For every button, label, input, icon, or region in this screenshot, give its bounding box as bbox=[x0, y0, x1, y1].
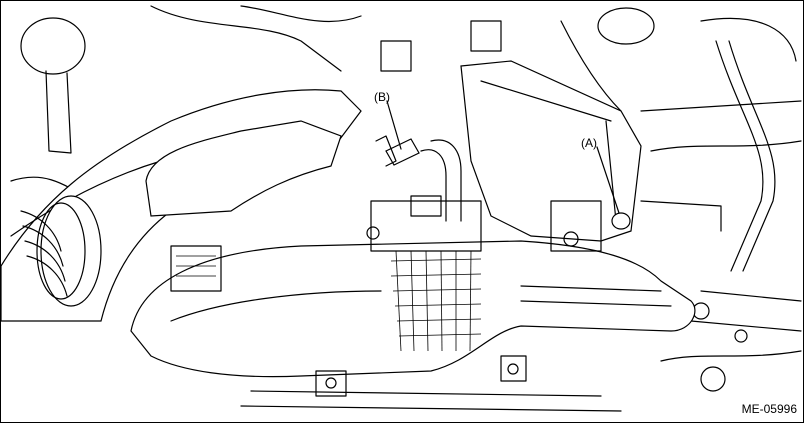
label-b: (B) bbox=[374, 90, 390, 104]
label-a: (A) bbox=[581, 136, 597, 150]
oring-a bbox=[611, 212, 631, 230]
background-parts bbox=[10, 5, 802, 412]
leader-line-a bbox=[596, 146, 620, 214]
hose-b bbox=[375, 135, 462, 222]
intake-manifold bbox=[130, 195, 696, 397]
manifold-grid bbox=[390, 250, 482, 352]
leader-line-b bbox=[386, 100, 402, 150]
engine-cover bbox=[145, 60, 642, 242]
figure-code: ME-05996 bbox=[741, 402, 797, 416]
